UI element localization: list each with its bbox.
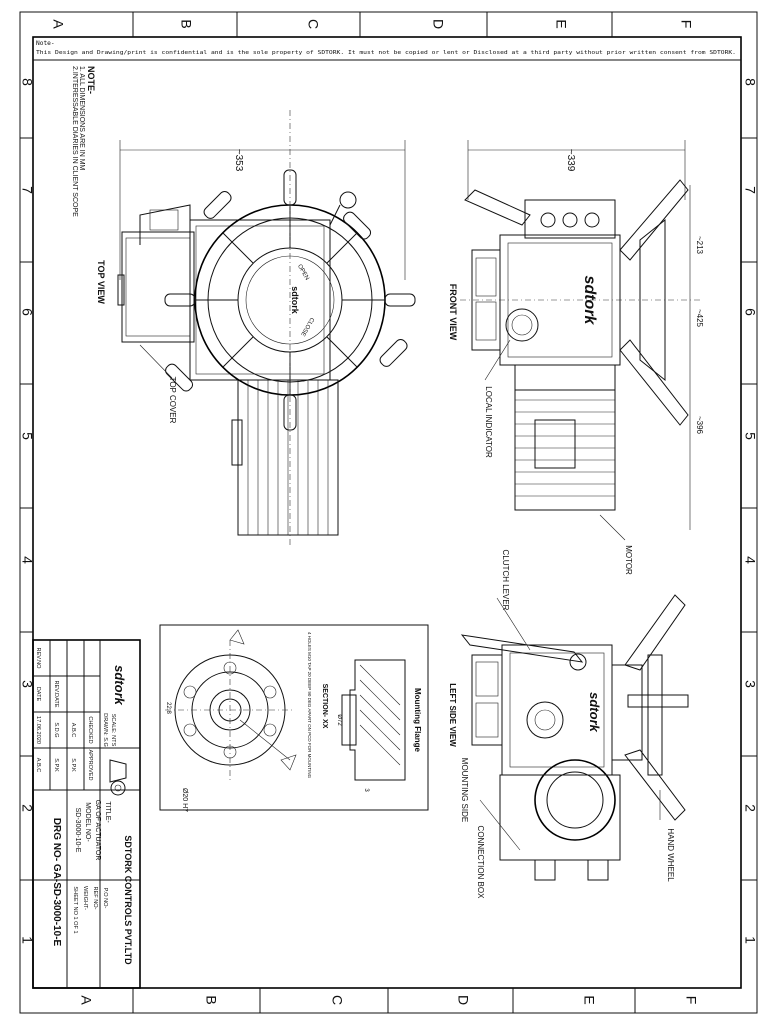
tb-checked-label: CHECKED — [87, 716, 93, 743]
general-notes-title: NOTE- — [86, 66, 96, 94]
dim-front-396: ~396 — [695, 416, 704, 435]
zone-top-a: A — [50, 19, 66, 29]
zone-right-5: 5 — [742, 432, 758, 440]
zone-right-2: 2 — [742, 804, 758, 812]
tb-po-label: P.O NO- — [102, 888, 108, 909]
close-label: CLOSE — [299, 316, 314, 337]
zone-dividers-top — [20, 12, 757, 1013]
mounting-flange-title: Mounting Flange — [413, 688, 422, 753]
zone-labels-top: A B C D E F — [50, 19, 694, 29]
zone-left-1: 1 — [19, 936, 35, 944]
tb-approved-value: A.B.C — [70, 723, 76, 738]
callout-mounting-side: MOUNTING SIDE — [460, 758, 469, 822]
zone-labels-bottom: A B C D E F — [78, 995, 699, 1005]
zone-right-3: 3 — [742, 680, 758, 688]
dim-front-213: ~213 — [695, 236, 704, 255]
zone-right-8: 8 — [742, 78, 758, 86]
zone-top-e: E — [553, 19, 569, 28]
tb-drawn-label: DRAWN: S.G — [102, 713, 108, 747]
zone-top-c: C — [305, 19, 321, 29]
tb-drg-no: DRG NO- GA-SD-3000-10-E — [51, 818, 62, 947]
flange-d2: 3 — [363, 788, 369, 792]
tb-ref-label: REF NO- — [92, 887, 98, 910]
zone-bottom-b: B — [203, 995, 219, 1004]
front-view-brand: sdtork — [581, 276, 598, 326]
tb-date-value: 17.06.2020 — [35, 716, 41, 744]
zone-top-b: B — [178, 19, 194, 28]
mounting-flange-detail: 4 HOLES M10 TAP 20 DEEP 90 DEG APART ON … — [159, 624, 429, 812]
left-side-view-title: LEFT SIDE VIEW — [448, 683, 457, 747]
flange-note: 4 HOLES M10 TAP 20 DEEP 90 DEG APART ON … — [307, 632, 312, 779]
zone-left-6: 6 — [19, 308, 35, 316]
zone-bottom-c: C — [329, 995, 345, 1005]
zone-right-7: 7 — [742, 186, 758, 194]
dim-top-width: ~353 — [233, 149, 244, 172]
zone-right-6: 6 — [742, 308, 758, 316]
inner-border — [32, 36, 742, 989]
callout-top-cover: TOP COVER — [168, 377, 177, 424]
callout-hand-wheel: HAND WHEEL — [666, 828, 675, 882]
top-view-brand: sdtork — [290, 286, 300, 315]
callout-motor: MOTOR — [624, 545, 633, 575]
zone-left-5: 5 — [19, 432, 35, 440]
tb-company: SDTORK CONTROLS PVT.LTD — [123, 835, 133, 965]
note-label: Note- — [36, 40, 55, 47]
confidential-note: This Design and Drawing/print is confide… — [36, 50, 736, 56]
tb-date-init1: A.B.C — [35, 758, 41, 773]
tb-approved-label: APPROVED — [87, 749, 93, 780]
zone-bottom-e: E — [581, 995, 597, 1004]
tb-title-value: GA OF ACTUATOR — [94, 800, 101, 861]
zone-left-8: 8 — [19, 78, 35, 86]
tb-rev-no-label: REV.NO — [35, 648, 41, 670]
front-view: ~339 ~213 ~425 ~396 sdtork — [448, 140, 704, 575]
zone-left-3: 3 — [19, 680, 35, 688]
tb-logo: sdtork — [112, 665, 127, 706]
zone-left-7: 7 — [19, 186, 35, 194]
zone-left-4: 4 — [19, 556, 35, 564]
callout-connection-box: CONNECTION BOX — [476, 826, 485, 900]
callout-clutch-lever: CLUTCH LEVER — [501, 550, 510, 611]
section-title: SECTION- XX — [321, 684, 328, 729]
tb-model-value: SD-3000-10-E — [74, 808, 81, 853]
general-notes-line1: 1. ALL DIMENSIONS ARE IN MM — [78, 66, 85, 171]
tb-scale-label: SCALE: NTS — [110, 714, 116, 747]
left-view-brand: sdtork — [587, 692, 602, 733]
zone-labels-left: 8 7 6 5 4 3 2 1 — [19, 78, 35, 944]
zone-bottom-d: D — [455, 995, 471, 1005]
callout-local-indicator: LOCAL INDICATOR — [484, 386, 493, 458]
tb-checked-value: S.D.G — [53, 722, 59, 737]
tb-model-label: MODEL NO- — [84, 802, 91, 842]
zone-right-4: 4 — [742, 556, 758, 564]
zone-top-f: F — [678, 20, 694, 29]
flange-bore: Ø20 H7 — [181, 788, 188, 812]
tb-rev-date-label: REV.DATE — [53, 680, 59, 707]
dim-front-425: ~425 — [695, 309, 704, 328]
zone-left-2: 2 — [19, 804, 35, 812]
left-side-view: sdtork LEFT SIDE VIEW CLUTCH LEVER HAND … — [448, 550, 689, 900]
general-notes-line2: 2.INTERESSABLE DIARIES IN CLIENT SCOPE — [71, 66, 78, 217]
tb-approved-init: S.P.K — [70, 758, 76, 772]
top-view: ~353 OPEN CLOSE sdtork — [96, 110, 416, 545]
top-view-title: TOP VIEW — [96, 260, 106, 304]
zone-top-d: D — [430, 19, 446, 29]
tb-sheet-label: SHEET NO 1 OF 1 — [72, 886, 78, 933]
title-block: REV.NO DATE 17.06.2020 A.B.C REV.DATE S.… — [32, 639, 141, 989]
tb-weight-label: WEIGHT- — [82, 886, 88, 910]
zone-right-1: 1 — [742, 936, 758, 944]
open-label: OPEN — [296, 264, 310, 282]
front-view-title: FRONT VIEW — [448, 284, 458, 341]
zone-bottom-f: F — [683, 996, 699, 1005]
tb-date-label: DATE — [35, 687, 41, 702]
flange-d1: Ø72 — [336, 714, 342, 726]
dim-front-width: ~339 — [565, 149, 576, 172]
flange-pcd: 22.8 — [165, 702, 171, 714]
zone-bottom-a: A — [78, 995, 94, 1005]
projection-symbol — [110, 780, 126, 796]
tb-date-init2: S.P.K — [53, 758, 59, 772]
zone-labels-right: 8 7 6 5 4 3 2 1 — [742, 78, 758, 944]
tb-title-label: TITLE- — [104, 801, 111, 823]
general-notes: NOTE- 1. ALL DIMENSIONS ARE IN MM 2.INTE… — [71, 66, 96, 217]
